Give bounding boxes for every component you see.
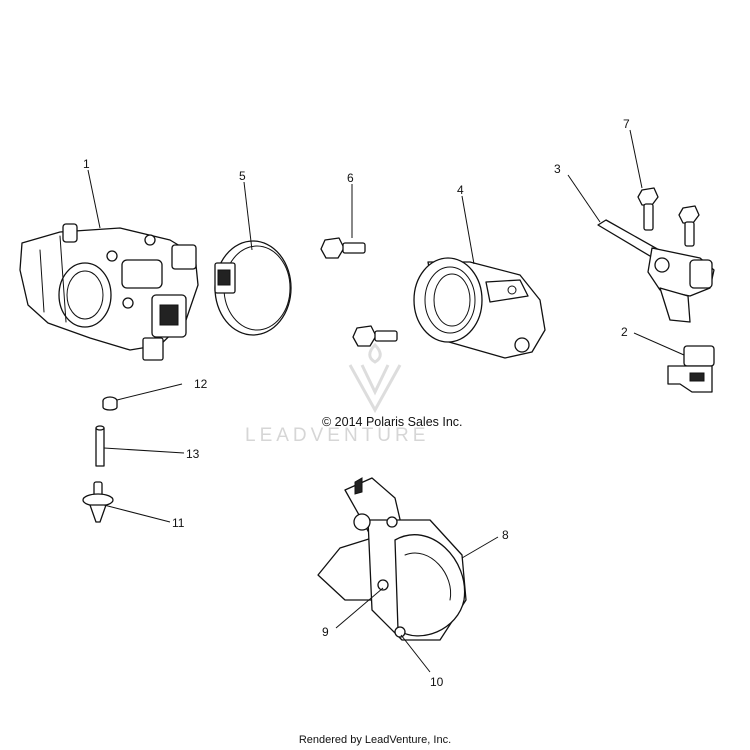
motor-assembly-part	[317, 477, 467, 641]
callout-13: 13	[186, 447, 200, 461]
throttle-body-part	[19, 223, 199, 361]
callout-8: 8	[502, 528, 509, 542]
callout-3: 3	[554, 162, 561, 176]
callout-12: 12	[194, 377, 208, 391]
bolt-part-lower	[352, 325, 398, 347]
valve-part	[82, 481, 114, 523]
bolt-part-7a	[637, 187, 659, 231]
footer-credit: Rendered by LeadVenture, Inc.	[298, 734, 452, 746]
callout-9: 9	[322, 625, 329, 639]
callout-5: 5	[239, 169, 246, 183]
callout-7: 7	[623, 117, 630, 131]
callout-10: 10	[430, 675, 444, 689]
callout-1: 1	[83, 157, 90, 171]
leader-lines	[87, 129, 685, 673]
callout-2: 2	[621, 325, 628, 339]
callout-numbers: 1 5 6 4 7 3 2 12 13 11 8 9 10	[83, 117, 630, 689]
watermark-text: LEADVENTURE	[245, 425, 430, 446]
bolt-part-upper	[320, 237, 366, 259]
fuel-injector-part	[667, 345, 715, 393]
callout-11: 11	[172, 516, 185, 530]
pin-part	[95, 425, 105, 467]
intake-adapter-part	[413, 257, 546, 359]
bolt-part-7b	[678, 205, 700, 247]
clamp-part	[214, 240, 292, 336]
callout-4: 4	[457, 183, 464, 197]
cap-part	[102, 396, 118, 411]
copyright-notice: © 2014 Polaris Sales Inc.	[322, 415, 463, 429]
fuel-rail-part	[597, 219, 715, 323]
callout-6: 6	[347, 171, 354, 185]
